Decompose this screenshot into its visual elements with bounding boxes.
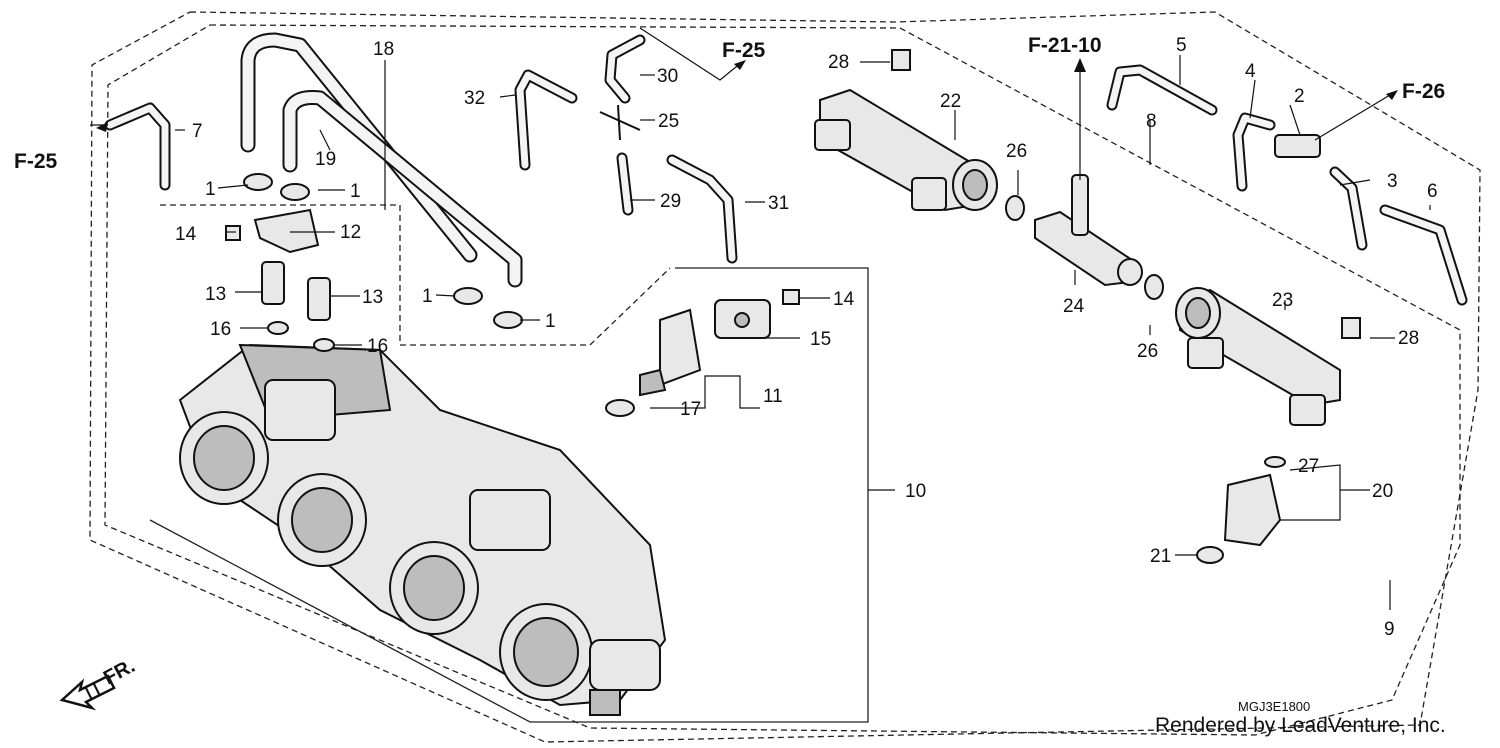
callout-24: 24 — [1063, 296, 1085, 317]
throttle-bore-1 — [179, 411, 269, 505]
ref-f25-left: F-25 — [14, 150, 58, 173]
callout-22: 22 — [940, 91, 961, 112]
callout-1d: 1 — [545, 311, 556, 332]
hoses — [104, 32, 1468, 306]
throttle-body-assembly — [178, 343, 667, 716]
callout-18: 18 — [373, 39, 394, 60]
callout-17: 17 — [680, 399, 701, 420]
callout-30: 30 — [657, 66, 678, 87]
callout-28b: 28 — [1398, 328, 1419, 349]
callout-5: 5 — [1176, 35, 1187, 56]
throttle-body-outline — [104, 24, 1461, 736]
cross-references: F-25 F-25 F-21-10 F-26 — [14, 34, 1445, 173]
callout-25: 25 — [658, 111, 679, 132]
callout-29: 29 — [660, 191, 681, 212]
callout-10: 10 — [905, 481, 926, 502]
ref-f25-top: F-25 — [722, 39, 766, 62]
callout-3: 3 — [1387, 171, 1398, 192]
callout-26b: 26 — [1137, 341, 1158, 362]
callout-32: 32 — [464, 88, 485, 109]
fuel-rails — [814, 88, 1341, 564]
callout-16a: 16 — [210, 319, 231, 340]
inner-subassembly-outline — [160, 204, 671, 346]
callout-28a: 28 — [828, 52, 849, 73]
rendered-by-credit: Rendered by LeadVenture, Inc. — [1155, 714, 1446, 737]
callout-13a: 13 — [205, 284, 226, 305]
callout-4: 4 — [1245, 61, 1256, 82]
small-parts — [225, 49, 1361, 417]
callout-14a: 14 — [175, 224, 197, 245]
callout-13b: 13 — [362, 287, 383, 308]
callout-1a: 1 — [205, 179, 216, 200]
callout-1b: 1 — [350, 181, 361, 202]
callout-7: 7 — [192, 121, 203, 142]
callout-15: 15 — [810, 329, 831, 350]
callout-26a: 26 — [1006, 141, 1027, 162]
callout-19: 19 — [315, 149, 336, 170]
assembly-outlines — [89, 11, 1481, 743]
throttle-bore-2 — [277, 473, 367, 567]
callout-21: 21 — [1150, 546, 1171, 567]
outer-assembly-outline — [89, 11, 1481, 743]
front-direction-arrow-icon — [59, 674, 116, 711]
callout-27: 27 — [1298, 456, 1319, 477]
callout-1c: 1 — [422, 286, 433, 307]
throttle-bore-3 — [389, 541, 479, 635]
callout-9: 9 — [1384, 619, 1395, 640]
callout-16b: 16 — [367, 336, 388, 357]
throttle-body-frame — [149, 267, 869, 723]
callout-23: 23 — [1272, 290, 1293, 311]
callout-6: 6 — [1427, 181, 1438, 202]
callout-numbers: 1 1 1 1 2 3 4 5 6 7 8 9 10 11 12 13 13 1… — [175, 35, 1438, 640]
callout-12: 12 — [340, 222, 361, 243]
callout-11: 11 — [763, 386, 783, 407]
throttle-bore-4 — [499, 603, 593, 701]
ref-f26: F-26 — [1402, 80, 1445, 103]
leader-lines — [90, 27, 1431, 610]
callout-2: 2 — [1294, 86, 1305, 107]
ref-f21-10: F-21-10 — [1028, 34, 1102, 57]
callout-31: 31 — [768, 193, 789, 214]
callout-8: 8 — [1146, 111, 1157, 132]
callout-14b: 14 — [833, 289, 855, 310]
callout-20: 20 — [1372, 481, 1393, 502]
diagram-code: MGJ3E1800 — [1238, 699, 1310, 714]
